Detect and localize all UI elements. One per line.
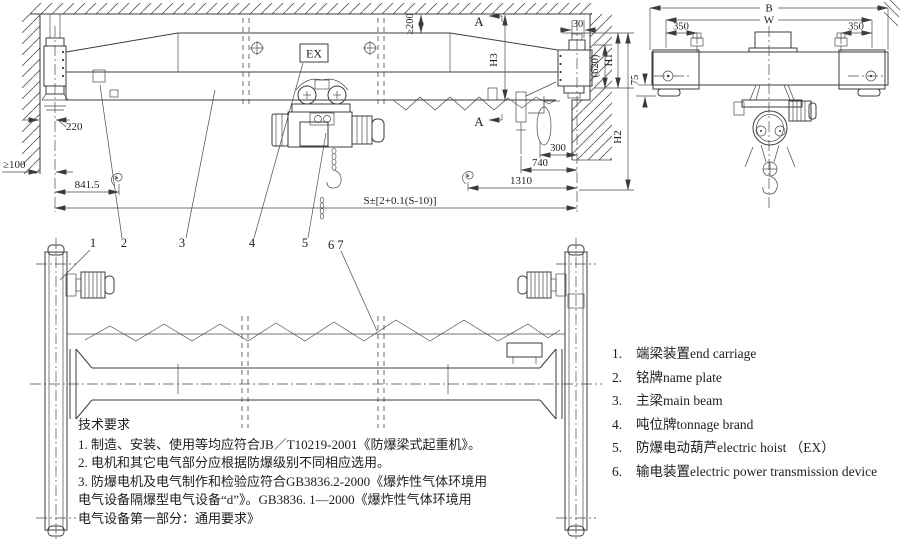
rope-drum xyxy=(299,121,329,147)
hook-block-end xyxy=(744,144,796,195)
parts-list-item: 2. 铭牌name plate xyxy=(612,366,892,390)
end-view-dimensions: B W 350 350 75 xyxy=(630,3,889,108)
tonnage-plate xyxy=(506,342,543,364)
part-name: 端梁装置end carriage xyxy=(636,346,757,361)
parts-list-item: 5. 防爆电动葫芦electric hoist （EX） xyxy=(612,436,892,460)
dim-350-left: 350 xyxy=(673,22,689,33)
tech-requirement-line: 2. 电机和其它电气部分应根据防爆级别不同相应选用。 xyxy=(78,455,391,470)
part-number: 4. xyxy=(612,416,623,432)
callout-4: 4 xyxy=(249,236,256,250)
hoist-drum-end xyxy=(752,110,788,146)
dim-gap-30: 30 xyxy=(573,19,584,30)
callout-numbers: 1 2 3 4 5 6 7 xyxy=(90,236,344,252)
callout-6-7: 6 7 xyxy=(328,238,344,252)
festoon-cable-front xyxy=(392,96,557,111)
parts-list: 1. 端梁装置end carriage 2. 铭牌name plate 3. 主… xyxy=(612,342,892,484)
name-plate xyxy=(92,69,106,83)
bridge-beam-end xyxy=(651,26,889,208)
right-wall-hatch xyxy=(571,14,612,161)
front-elevation-view: EX xyxy=(2,3,634,220)
bolt-hole xyxy=(250,41,264,55)
callout-leaders xyxy=(59,62,378,332)
power-feed-assembly xyxy=(487,81,560,154)
part-number: 3. xyxy=(612,393,623,409)
part-number: 2. xyxy=(612,369,623,385)
dim-300: 300 xyxy=(550,143,566,154)
part-name: 防爆电动葫芦electric hoist （EX） xyxy=(636,440,835,456)
front-dimensions: ≥200 H3 30 (620) H1 H2 300 xyxy=(2,13,634,211)
part-name: 铭牌name plate xyxy=(636,369,722,385)
dim-1310: 1310 xyxy=(510,175,533,187)
part-number: 1. xyxy=(612,346,623,361)
bolt-hole xyxy=(363,41,377,55)
dim-h1: H1 xyxy=(604,54,615,67)
section-label: A xyxy=(474,114,484,129)
travel-motor-left xyxy=(65,271,115,299)
suspension-bolt xyxy=(690,32,704,52)
callout-3: 3 xyxy=(179,236,185,250)
main-beam-plan xyxy=(30,316,602,428)
tech-requirements: 技术要求 1. 制造、安装、使用等均应符合JB／T10219-2001《防爆梁式… xyxy=(78,416,508,528)
parts-list-item: 4. 吨位牌tonnage brand xyxy=(612,413,892,437)
end-carriage-right-plan xyxy=(517,238,596,542)
dim-740: 740 xyxy=(532,158,548,169)
parts-list-item: 6. 输电装置electric power transmission devic… xyxy=(612,460,892,484)
hoist-motor-left xyxy=(271,113,289,147)
main-beam-front: EX xyxy=(65,18,559,107)
dim-h2: H2 xyxy=(612,130,624,143)
dim-clearance-top: ≥200 xyxy=(405,13,416,35)
dim-w: W xyxy=(764,15,775,27)
ceiling-hatch xyxy=(30,3,592,15)
ex-marking-plate: EX xyxy=(299,43,329,63)
part-name: 主梁main beam xyxy=(636,393,723,409)
dim-75: 75 xyxy=(630,75,641,86)
hoist-motor-end xyxy=(788,100,812,122)
callout-2: 2 xyxy=(121,236,127,250)
dim-span-formula: S±[2+0.1(S-10)] xyxy=(363,195,436,207)
suspension-bolt xyxy=(834,32,848,52)
tech-requirement-line: 3. 防爆电机及电气制作和检验应符合GB3836.2-2000《爆炸性气体环境用 xyxy=(78,473,488,489)
dim-wall-offset: 220 xyxy=(66,121,83,133)
end-carriage-left-plan xyxy=(36,238,115,542)
part-number: 5. xyxy=(612,440,623,456)
tech-requirement-line: 1. 制造、安装、使用等均应符合JB／T10219-2001《防爆梁式起重机》。 xyxy=(78,436,482,452)
dim-350-right: 350 xyxy=(848,22,864,33)
electric-hoist-front xyxy=(271,78,385,220)
electric-hoist-end xyxy=(733,84,817,195)
runway-block-right xyxy=(838,49,886,90)
section-marker-a-top: A xyxy=(474,13,503,29)
beam-bracket xyxy=(109,89,119,98)
dim-clearance-left: ≥100 xyxy=(3,159,26,171)
dim-620: (620) xyxy=(590,54,601,77)
end-carriage-right xyxy=(557,20,593,212)
part-name: 输电装置electric power transmission device xyxy=(636,463,878,479)
runway-block-left xyxy=(652,49,700,90)
plan-view: 1 2 3 4 5 6 7 xyxy=(30,62,602,542)
dim-h3: H3 xyxy=(488,53,500,67)
left-wall-hatch xyxy=(22,14,41,174)
dim-b: B xyxy=(765,3,772,15)
tech-requirement-line: 电气设备隔爆型电气设备“d”》。GB3836. 1—2000《爆炸性气体环境用 xyxy=(78,492,472,507)
dim-841-5: 841.5 xyxy=(75,179,100,191)
end-section-view: B W 350 350 75 xyxy=(630,0,900,208)
parts-list-item: 3. 主梁main beam xyxy=(612,389,892,413)
part-number: 6. xyxy=(612,463,623,479)
callout-1: 1 xyxy=(90,236,96,250)
end-carriage-left xyxy=(41,14,69,212)
ex-label: EX xyxy=(306,47,322,61)
festoon-cable-plan xyxy=(84,319,561,342)
tech-requirements-title: 技术要求 xyxy=(78,417,131,432)
parts-list-item: 1. 端梁装置end carriage xyxy=(612,342,892,366)
part-name: 吨位牌tonnage brand xyxy=(636,416,754,432)
section-marker-a-bottom: A xyxy=(474,114,503,129)
section-label: A xyxy=(474,14,484,29)
travel-motor-right xyxy=(517,271,567,299)
tech-requirement-line: 电气设备第一部分：通用要求》 xyxy=(78,510,261,526)
wheel-bottom xyxy=(857,88,881,97)
wheel-bottom xyxy=(657,88,681,97)
hook-and-chain xyxy=(319,147,342,220)
corner-hatch xyxy=(883,0,900,27)
callout-5: 5 xyxy=(302,236,308,250)
